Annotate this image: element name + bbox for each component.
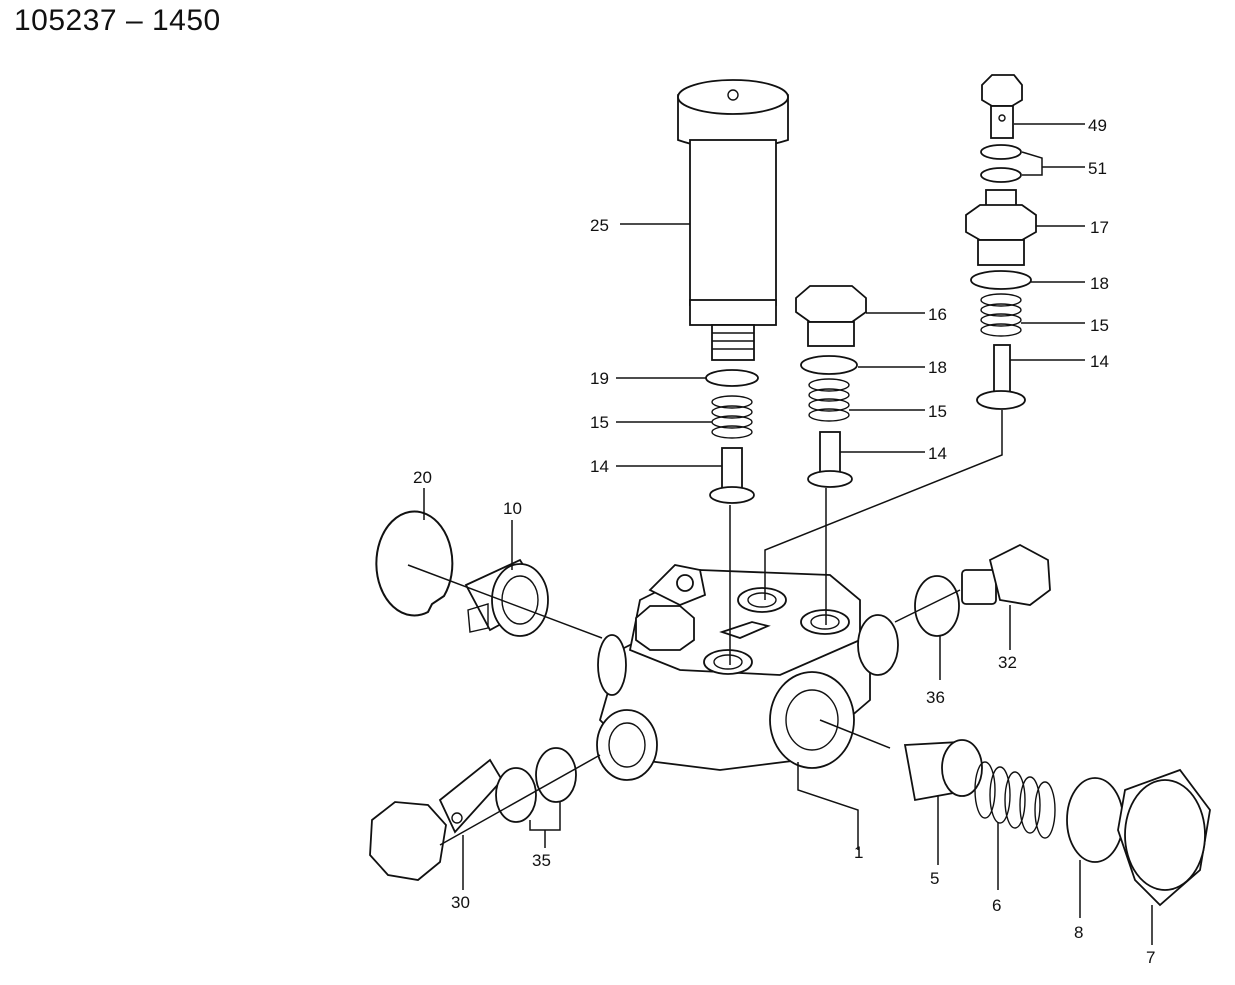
- holder-17: [965, 189, 1037, 266]
- callout-5: 5: [930, 869, 939, 888]
- banjo-bolt-49: [981, 74, 1023, 139]
- plug-32: [961, 543, 1051, 606]
- callout-7: 7: [1146, 948, 1155, 967]
- cap-nut-7: [1117, 768, 1211, 907]
- piston-5: [903, 739, 983, 802]
- drawing-number: 105237 – 1450: [14, 4, 221, 37]
- callout-17: 17: [1090, 218, 1109, 237]
- callout-30: 30: [451, 893, 470, 912]
- gasket-35b: [535, 747, 577, 803]
- strainer-10: [464, 558, 549, 637]
- callout-20: 20: [413, 468, 432, 487]
- snap-ring-20: [375, 510, 454, 617]
- callout-1: 1: [854, 843, 863, 862]
- callout-8: 8: [1074, 923, 1083, 942]
- valve-14-left: [709, 447, 755, 504]
- washer-18-right: [970, 270, 1032, 290]
- o-ring-19: [705, 369, 759, 387]
- callout-32: 32: [998, 653, 1017, 672]
- callout-35: 35: [532, 851, 551, 870]
- plug-16: [795, 285, 867, 347]
- hand-primer-pump: [677, 79, 789, 361]
- spring-15-mid: [808, 378, 850, 422]
- gasket-51b: [980, 167, 1022, 183]
- gasket-36: [914, 575, 960, 637]
- hollow-screw-30: [369, 758, 504, 881]
- callout-10: 10: [503, 499, 522, 518]
- spring-15-left: [711, 395, 753, 439]
- callout-49: 49: [1088, 116, 1107, 135]
- callout-18-right: 18: [1090, 274, 1109, 293]
- washer-18-mid: [800, 355, 858, 375]
- callout-15-right: 15: [1090, 316, 1109, 335]
- callout-15-left: 15: [590, 413, 609, 432]
- callout-18-mid: 18: [928, 358, 947, 377]
- gasket-8: [1066, 777, 1124, 863]
- callout-15-mid: 15: [928, 402, 947, 421]
- leader-lines: [407, 123, 1153, 945]
- pump-housing: [596, 564, 899, 781]
- callout-25: 25: [590, 216, 609, 235]
- spring-6: [974, 761, 1056, 839]
- callout-14-mid: 14: [928, 444, 947, 463]
- callout-6: 6: [992, 896, 1001, 915]
- callout-14-left: 14: [590, 457, 609, 476]
- callout-36: 36: [926, 688, 945, 707]
- callout-14-right: 14: [1090, 352, 1109, 371]
- callout-19: 19: [590, 369, 609, 388]
- spring-15-right: [980, 293, 1022, 337]
- callout-16: 16: [928, 305, 947, 324]
- callout-51: 51: [1088, 159, 1107, 178]
- gasket-51a: [980, 144, 1022, 160]
- valve-14-mid: [807, 431, 853, 488]
- valve-14-right: [976, 344, 1026, 410]
